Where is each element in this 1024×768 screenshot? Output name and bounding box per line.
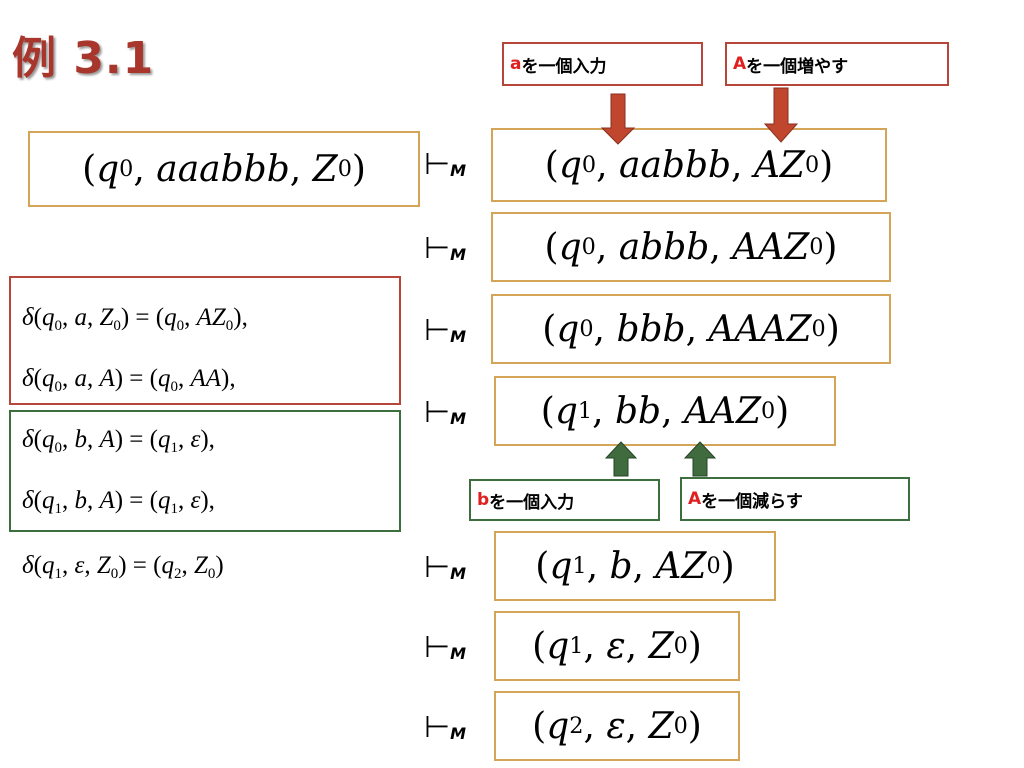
turnstile-6: ⊢M [424,630,467,665]
push-rules-box [9,276,401,405]
turnstile-5: ⊢M [424,550,467,585]
transition-rule: δ(q1, ε, Z0) = (q2, Z0) [22,552,224,582]
slide-title: 例 3.1 [12,33,155,84]
transition-rule: δ(q0, b, A) = (q1, ε), [22,426,215,456]
down-arrow-icon [763,87,799,143]
turnstile-1: ⊢M [424,147,467,182]
turnstile-2: ⊢M [424,231,467,266]
up-arrow-icon [683,441,717,477]
up-arrow-icon [604,441,638,477]
transition-rule: δ(q1, b, A) = (q1, ε), [22,487,215,517]
pop-rules-box [9,410,401,532]
turnstile-7: ⊢M [424,710,467,745]
turnstile-4: ⊢M [424,395,467,430]
down-arrow-icon [600,93,636,145]
transition-rule: δ(q0, a, A) = (q0, AA), [22,365,236,395]
transition-rule: δ(q0, a, Z0) = (q0, AZ0), [22,304,248,334]
turnstile-3: ⊢M [424,313,467,348]
